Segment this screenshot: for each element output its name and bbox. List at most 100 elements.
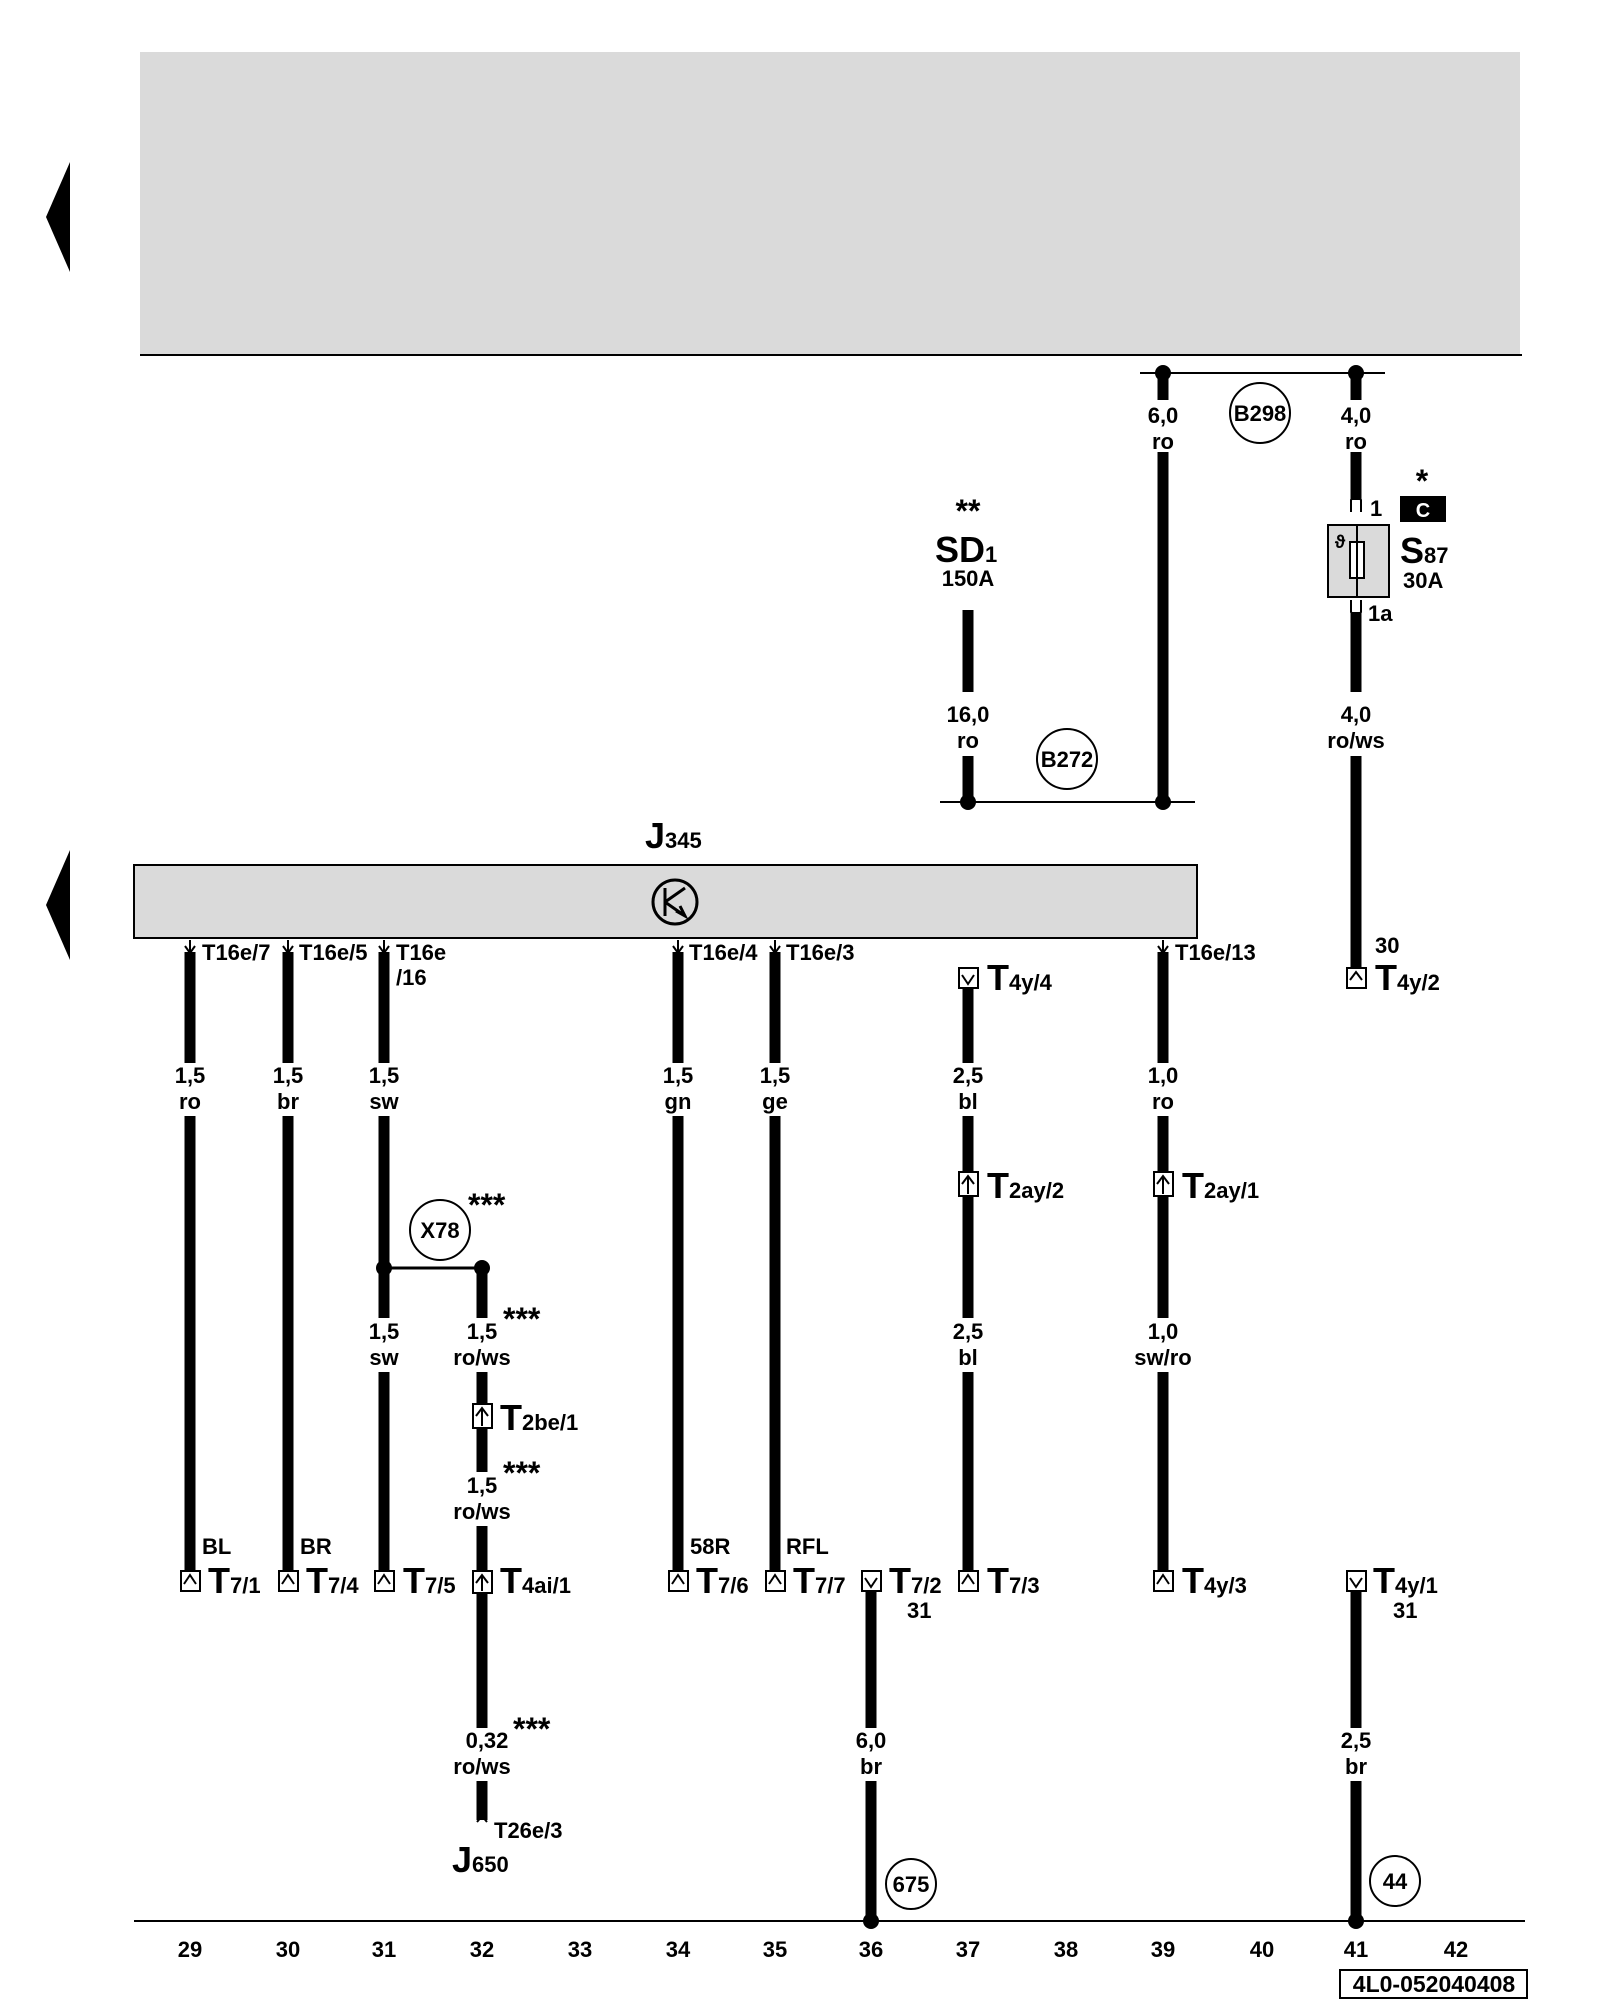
sd1-amp: 150A [942,566,995,591]
t16e16-label-2: /16 [396,965,427,990]
t75-connector[interactable] [374,1570,395,1592]
t72-tag: 31 [907,1598,931,1623]
prev-page-arrow-bottom[interactable] [46,850,70,960]
t76-label: T7/6 [696,1560,749,1601]
t74-label: T7/4 [306,1560,359,1601]
t75-label: T7/5 [403,1560,456,1601]
t2ay1-connector-icon [1156,1174,1170,1194]
s87-pin1: 1 [1370,496,1382,521]
column-number: 37 [956,1937,980,1962]
t4y2-connector-icon [1349,970,1363,981]
column-number: 41 [1344,1937,1368,1962]
s87-badge-label: C [1416,500,1430,522]
t4y2-label: T4y/2 [1375,957,1440,998]
t2ay1-label: T2ay/1 [1182,1165,1259,1206]
wire-s87-bottom-color: ro/ws [1327,728,1384,753]
wire-31b-gauge: 1,5 [369,1319,400,1344]
wire-39b-gauge: 1,0 [1148,1319,1179,1344]
column-number: 30 [276,1937,300,1962]
t4y2-tag: 30 [1375,933,1399,958]
column-number: 42 [1444,1937,1468,1962]
wire-37b-color: bl [958,1345,978,1370]
b298-label: B298 [1234,401,1287,426]
t4y4-label: T4y/4 [987,957,1053,998]
wire-39a-color: ro [1152,1089,1174,1114]
wire-32a-stars: *** [503,1301,541,1337]
b272-marker [1036,728,1098,790]
t75-connector-icon [377,1573,391,1585]
t4y2-connector[interactable] [1346,967,1367,989]
wire-36-gauge: 6,0 [856,1728,887,1753]
prev-page-arrow-top[interactable] [46,162,70,272]
t16e3-pin-arrow [769,940,781,955]
wire-sd1-color: ro [957,728,979,753]
t16e3-label: T16e/3 [786,940,855,965]
t72-label: T7/2 [889,1560,942,1601]
upper-panel [140,52,1520,355]
t77-label: T7/7 [793,1560,846,1601]
t71-label: T7/1 [208,1560,261,1601]
b272-node-right [1155,794,1171,810]
wire-37b-gauge: 2,5 [953,1319,984,1344]
sd1-label: SD1 [935,529,997,570]
t74-connector[interactable] [278,1570,299,1592]
t4y4-connector-icon [961,974,975,986]
t73-connector[interactable] [958,1570,979,1592]
t2be1-label: T2be/1 [500,1397,578,1438]
wire-29-color: ro [179,1089,201,1114]
b298-marker [1229,382,1291,444]
ground-675-marker [885,1858,937,1910]
t4y3-connector[interactable] [1153,1570,1174,1592]
t74-tag: BR [300,1534,332,1559]
wire-s87-top-color: ro [1345,429,1367,454]
wire-32c-stars: *** [513,1711,551,1747]
t16e13-label: T16e/13 [1175,940,1256,965]
wire-b298-color: ro [1152,429,1174,454]
wire-31b-color: sw [369,1345,399,1370]
t76-connector[interactable] [668,1570,689,1592]
wire-32a-color: ro/ws [453,1345,510,1370]
column-number: 40 [1250,1937,1274,1962]
t77-connector[interactable] [765,1570,786,1592]
t16e4-pin-arrow [672,940,684,955]
t2ay2-connector-icon [961,1174,975,1194]
column-number: 35 [763,1937,787,1962]
wire-sd1-gauge: 16,0 [947,702,990,727]
wire-39b-color: sw/ro [1134,1345,1191,1370]
s87-theta-icon: ϑ [1335,532,1346,552]
wire-37a-gauge: 2,5 [953,1063,984,1088]
wire-32b-color: ro/ws [453,1499,510,1524]
wire-39a-gauge: 1,0 [1148,1063,1179,1088]
wire-29-gauge: 1,5 [175,1063,206,1088]
t2ay2-label: T2ay/2 [987,1165,1064,1206]
wire-35-gauge: 1,5 [760,1063,791,1088]
column-number: 36 [859,1937,883,1962]
column-number: 33 [568,1937,592,1962]
t16e13-pin-arrow [1157,940,1169,955]
x78-marker [409,1199,471,1261]
column-numbers: 29 30 31 32 33 34 35 36 37 38 39 40 41 4… [178,1937,1468,1962]
wire-36-color: br [860,1754,882,1779]
wire-30-gauge: 1,5 [273,1063,304,1088]
t71-connector-icon [183,1573,197,1585]
t4y3-connector-icon [1156,1573,1170,1585]
sd1-stars: ** [956,493,981,529]
ground-44-marker [1369,1855,1421,1907]
column-number: 31 [372,1937,396,1962]
wire-s87-top-gauge: 4,0 [1341,403,1372,428]
t16e16-pin-arrow [378,940,390,955]
wire-32c-color: ro/ws [453,1754,510,1779]
s87-pin1-arrow [1350,495,1362,512]
t4y1-tag: 31 [1393,1598,1417,1623]
t76-tag: 58R [690,1534,730,1559]
t71-connector[interactable] [180,1570,201,1592]
transistor-icon [651,878,699,926]
s87-badge [1400,496,1446,522]
wire-41-color: br [1345,1754,1367,1779]
t77-connector-icon [768,1573,782,1585]
t74-connector-icon [281,1573,295,1585]
s87-pin1a: 1a [1368,601,1393,626]
t26e3-pin-arrow [476,1814,488,1823]
column-number: 29 [178,1937,202,1962]
